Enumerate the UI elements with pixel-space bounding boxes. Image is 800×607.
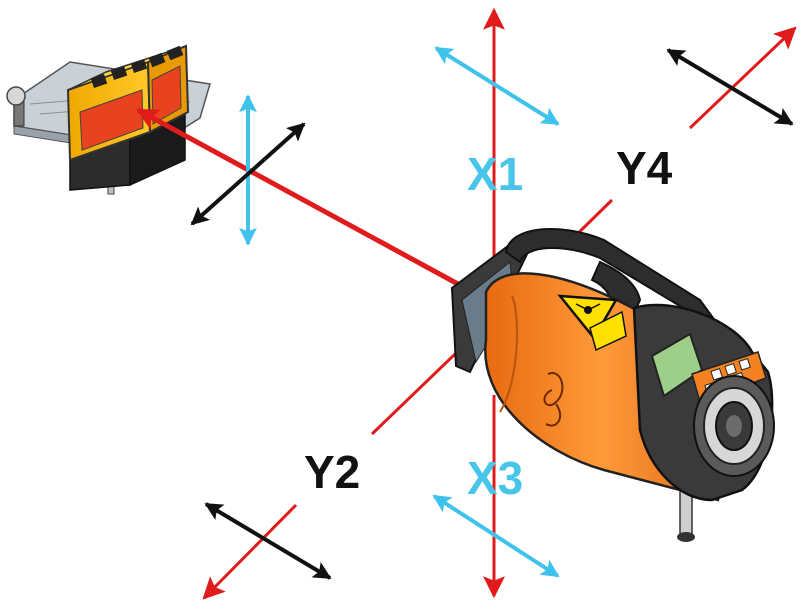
adjust-arrow-y2 (204, 502, 332, 580)
label-x3: X3 (467, 452, 523, 504)
adjust-arrow-y4 (666, 48, 794, 126)
pipe-laser-icon (450, 227, 775, 542)
adjust-arrow-x3 (432, 494, 560, 578)
adjust-diagonal-arrow-receiver (190, 122, 306, 226)
laser-warning-icon (557, 294, 627, 352)
laser-receiver-icon (6, 44, 211, 195)
label-y2: Y2 (304, 446, 360, 498)
laser-beam (136, 107, 482, 299)
label-y4: Y4 (616, 142, 673, 194)
adjust-arrow-x1 (434, 46, 560, 126)
axis-y4-arrow (688, 26, 797, 130)
label-x1: X1 (467, 148, 523, 200)
